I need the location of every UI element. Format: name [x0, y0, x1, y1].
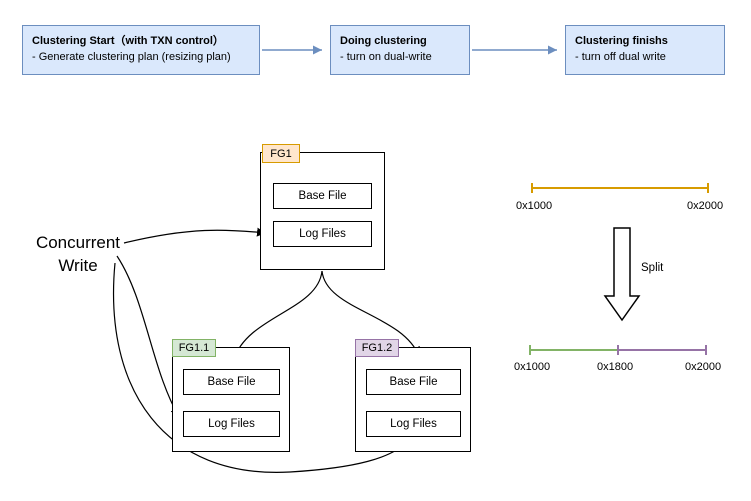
- split-label: Split: [641, 262, 664, 274]
- split-arrow-icon: [603, 227, 641, 322]
- concurrent-write-to-fg1-arrow: [123, 227, 267, 244]
- fg1-base-file-box: Base File: [273, 183, 372, 209]
- flow-step-clustering-start: Clustering Start（with TXN control） - Gen…: [22, 25, 260, 75]
- concurrent-write-label: Concurrent Write: [35, 233, 121, 275]
- fg11-base-file-box: Base File: [183, 369, 280, 395]
- flow-step-subtitle: - Generate clustering plan (resizing pla…: [32, 51, 231, 63]
- flow-step-title: Clustering Start（with TXN control）: [32, 35, 224, 48]
- concurrent-write-to-fg11-arrow: [116, 255, 180, 418]
- range-after-start-label: 0x1000: [514, 361, 551, 373]
- fg11-log-files-box: Log Files: [183, 411, 280, 437]
- flow-step-subtitle: - turn off dual write: [575, 51, 666, 63]
- range-after-end-label: 0x2000: [685, 361, 722, 373]
- flow-step-title: Doing clustering: [340, 35, 427, 48]
- filegroup-fg11-label: FG1.1: [172, 339, 216, 357]
- flow-step-title: Clustering finishs: [575, 35, 668, 48]
- range-before-start-label: 0x1000: [516, 200, 553, 212]
- range-before-end-label: 0x2000: [687, 200, 724, 212]
- filegroup-fg1: [260, 152, 385, 270]
- range-after-mid-label: 0x1800: [597, 361, 634, 373]
- fg1-log-files-box: Log Files: [273, 221, 372, 247]
- flow-step-doing-clustering: Doing clustering - turn on dual-write: [330, 25, 470, 75]
- flow-step-clustering-finishes: Clustering finishs - turn off dual write: [565, 25, 725, 75]
- filegroup-fg12-label: FG1.2: [355, 339, 399, 357]
- fg12-base-file-box: Base File: [366, 369, 461, 395]
- flow-step-subtitle: - turn on dual-write: [340, 51, 432, 63]
- fg12-log-files-box: Log Files: [366, 411, 461, 437]
- fg1-to-fg11-arrow: [232, 270, 323, 360]
- filegroup-fg1-label: FG1: [262, 144, 300, 163]
